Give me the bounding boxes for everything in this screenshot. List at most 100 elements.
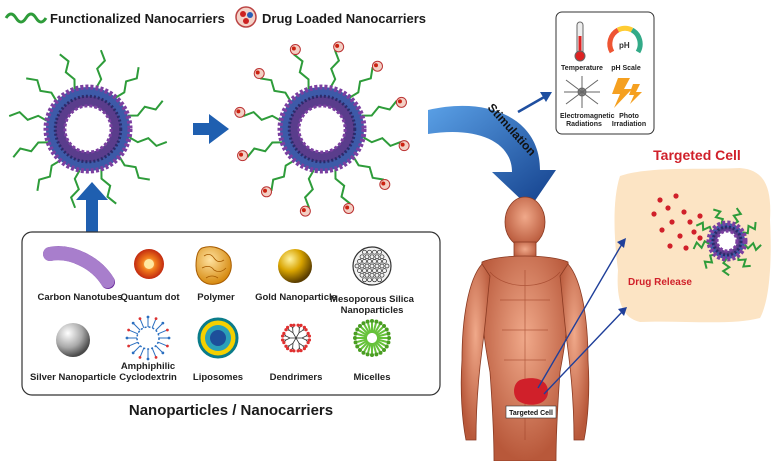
- electromagnetic-icon: [564, 76, 600, 108]
- drug-particle: [691, 229, 697, 235]
- np-label: Polymer: [197, 292, 235, 303]
- tail: [360, 340, 370, 350]
- head: [374, 319, 379, 324]
- pore: [359, 263, 365, 269]
- head: [365, 352, 370, 357]
- target-cell: [614, 168, 771, 323]
- spoke: [155, 345, 163, 353]
- legend-functionalized-label: Functionalized Nanocarriers: [50, 11, 225, 26]
- ligand: [69, 169, 81, 209]
- head: [161, 351, 165, 355]
- terminal: [285, 325, 290, 329]
- head: [357, 323, 362, 328]
- ligand: [695, 221, 713, 232]
- drug-particle: [681, 209, 687, 215]
- drug-dot: [345, 205, 350, 210]
- head: [382, 348, 387, 353]
- drug-dot: [255, 70, 260, 75]
- tail: [358, 339, 369, 347]
- np-label: Carbon Nanotubes: [38, 292, 123, 303]
- head: [382, 323, 387, 328]
- ph-scale-icon: pH: [607, 25, 643, 54]
- pore: [379, 263, 385, 269]
- spoke: [129, 341, 139, 347]
- drug-particle: [669, 219, 675, 225]
- drug-particle: [683, 245, 689, 251]
- head: [387, 336, 391, 340]
- drug-dot: [236, 109, 241, 114]
- pore: [377, 268, 382, 273]
- terminal: [280, 334, 285, 338]
- tail: [363, 324, 371, 335]
- pore: [367, 259, 372, 264]
- branch: [292, 332, 297, 339]
- inner-core: [715, 229, 739, 253]
- ligand: [100, 168, 117, 205]
- tail: [373, 324, 381, 335]
- tail: [375, 329, 386, 337]
- terminal: [307, 334, 312, 338]
- terminal: [292, 323, 296, 327]
- terminal: [282, 331, 286, 335]
- spoke: [129, 329, 139, 335]
- tail: [373, 341, 381, 352]
- spoke: [139, 319, 145, 329]
- head: [370, 353, 374, 357]
- head: [384, 327, 389, 332]
- head: [131, 321, 135, 325]
- head: [127, 344, 130, 348]
- ligand: [743, 241, 762, 252]
- head: [361, 321, 366, 326]
- branch: [301, 335, 307, 339]
- terminal: [285, 347, 290, 351]
- pore: [364, 272, 370, 278]
- pore: [374, 263, 380, 269]
- branch: [285, 337, 291, 341]
- body-label-box: [505, 405, 557, 419]
- spoke: [155, 323, 163, 331]
- tail: [358, 329, 369, 337]
- drug-dot: [400, 142, 405, 147]
- pore: [374, 254, 380, 260]
- branch: [301, 337, 307, 341]
- pore: [357, 268, 362, 273]
- terminal: [302, 347, 307, 351]
- head: [138, 356, 142, 359]
- nanoparticle-panel: [21, 231, 441, 396]
- drug-particle: [659, 227, 665, 233]
- svg-text:pH: pH: [619, 41, 630, 50]
- ligand: [334, 168, 351, 205]
- tail: [367, 323, 372, 334]
- inner-core: [297, 104, 347, 154]
- drug-particle: [697, 213, 703, 219]
- np-label: Liposomes: [193, 372, 243, 383]
- drug-dot: [301, 208, 306, 213]
- head: [166, 328, 169, 332]
- head: [355, 344, 360, 349]
- head: [353, 336, 357, 340]
- ligand: [246, 141, 283, 158]
- ligand: [118, 156, 150, 181]
- targeted-organ: [514, 378, 548, 405]
- head: [131, 351, 135, 355]
- ligand: [95, 49, 107, 89]
- drug-release-particles: [651, 193, 703, 251]
- ligand: [127, 100, 164, 117]
- head: [125, 336, 129, 340]
- drug-dot: [381, 181, 386, 186]
- terminal: [296, 323, 300, 327]
- pore: [367, 277, 372, 283]
- head: [353, 331, 358, 336]
- head: [365, 319, 370, 324]
- terminal: [296, 349, 300, 353]
- np-label-cyclodextrin: Amphiphilic Cyclodextrin: [119, 361, 177, 383]
- gold-nanoparticle-icon: [278, 249, 312, 283]
- pore: [379, 272, 385, 278]
- tail: [367, 342, 372, 353]
- pore: [369, 272, 375, 278]
- pore: [354, 263, 360, 269]
- terminal: [304, 328, 308, 332]
- drug-loaded-legend-icon: [235, 6, 257, 28]
- stimulus-label: pH Scale: [611, 65, 641, 72]
- pore: [377, 259, 382, 264]
